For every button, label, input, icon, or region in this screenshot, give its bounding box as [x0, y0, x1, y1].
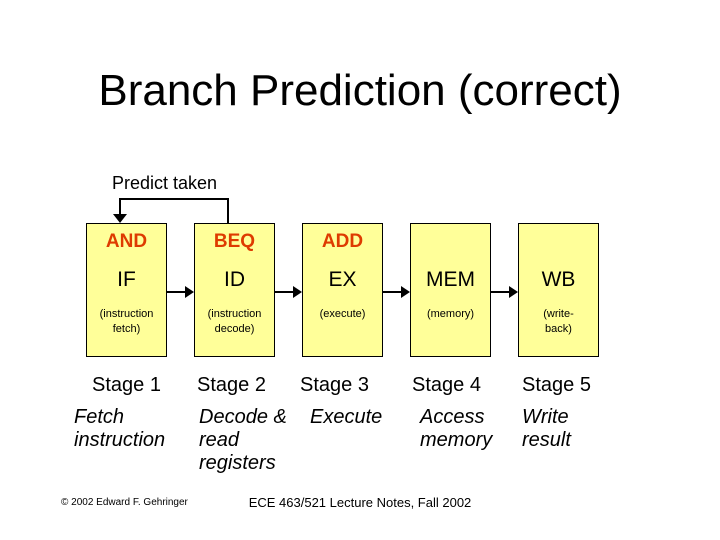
instruction-label: ADD: [321, 231, 364, 252]
stage-description-4: Access memory: [420, 406, 493, 451]
arrow-head-right-icon: [509, 286, 518, 298]
stage-number-label-5: Stage 5: [522, 374, 591, 396]
stage-number-label-2: Stage 2: [197, 374, 266, 396]
stage-code-label: ID: [224, 268, 245, 291]
stage-number-label-3: Stage 3: [300, 374, 369, 396]
stage-number-label-4: Stage 4: [412, 374, 481, 396]
arrow-shaft: [167, 291, 187, 293]
pipeline-arrow-3: [383, 286, 410, 298]
footer-copyright: © 2002 Edward F. Gehringer: [61, 497, 188, 508]
stage-detail-label: (execute): [319, 308, 366, 320]
stage-code-label: IF: [117, 268, 136, 291]
instruction-label: BEQ: [213, 231, 256, 252]
stage-detail-label: (memory): [426, 308, 475, 320]
arrow-shaft: [491, 291, 511, 293]
pipeline-arrow-1: [167, 286, 194, 298]
stage-description-2: Decode & read registers: [199, 406, 287, 474]
pipeline-box-stage-2: BEQ ID (instruction decode): [194, 223, 275, 357]
arrow-head-right-icon: [185, 286, 194, 298]
arrow-shaft: [275, 291, 295, 293]
pipeline-box-stage-5: WB (write- back): [518, 223, 599, 357]
stage-code-label: EX: [328, 268, 357, 291]
predict-taken-label: Predict taken: [112, 173, 218, 193]
pipeline-arrow-4: [491, 286, 518, 298]
stage-code-label: WB: [541, 268, 576, 291]
stage-description-5: Write result: [522, 406, 571, 451]
footer-course-title: ECE 463/521 Lecture Notes, Fall 2002: [248, 495, 472, 510]
pipeline-arrow-2: [275, 286, 302, 298]
pipeline-box-stage-1: AND IF (instruction fetch): [86, 223, 167, 357]
arrow-head-down-icon: [113, 214, 127, 223]
arrow-line-vertical-left: [119, 198, 121, 216]
arrow-head-right-icon: [293, 286, 302, 298]
arrow-line-vertical-right: [227, 198, 229, 223]
arrow-line-horizontal: [119, 198, 229, 200]
pipeline-box-stage-3: ADD EX (execute): [302, 223, 383, 357]
instruction-label: AND: [105, 231, 148, 252]
arrow-head-right-icon: [401, 286, 410, 298]
stage-description-1: Fetch instruction: [74, 406, 166, 451]
stage-detail-label: (instruction decode): [207, 308, 262, 335]
pipeline-box-stage-4: MEM (memory): [410, 223, 491, 357]
stage-detail-label: (instruction fetch): [99, 308, 154, 335]
slide-title: Branch Prediction (correct): [98, 66, 622, 115]
arrow-shaft: [383, 291, 403, 293]
stage-detail-label: (write- back): [543, 308, 574, 335]
stage-code-label: MEM: [426, 268, 475, 291]
stage-description-3: Execute: [310, 406, 383, 428]
stage-number-label-1: Stage 1: [92, 374, 161, 396]
